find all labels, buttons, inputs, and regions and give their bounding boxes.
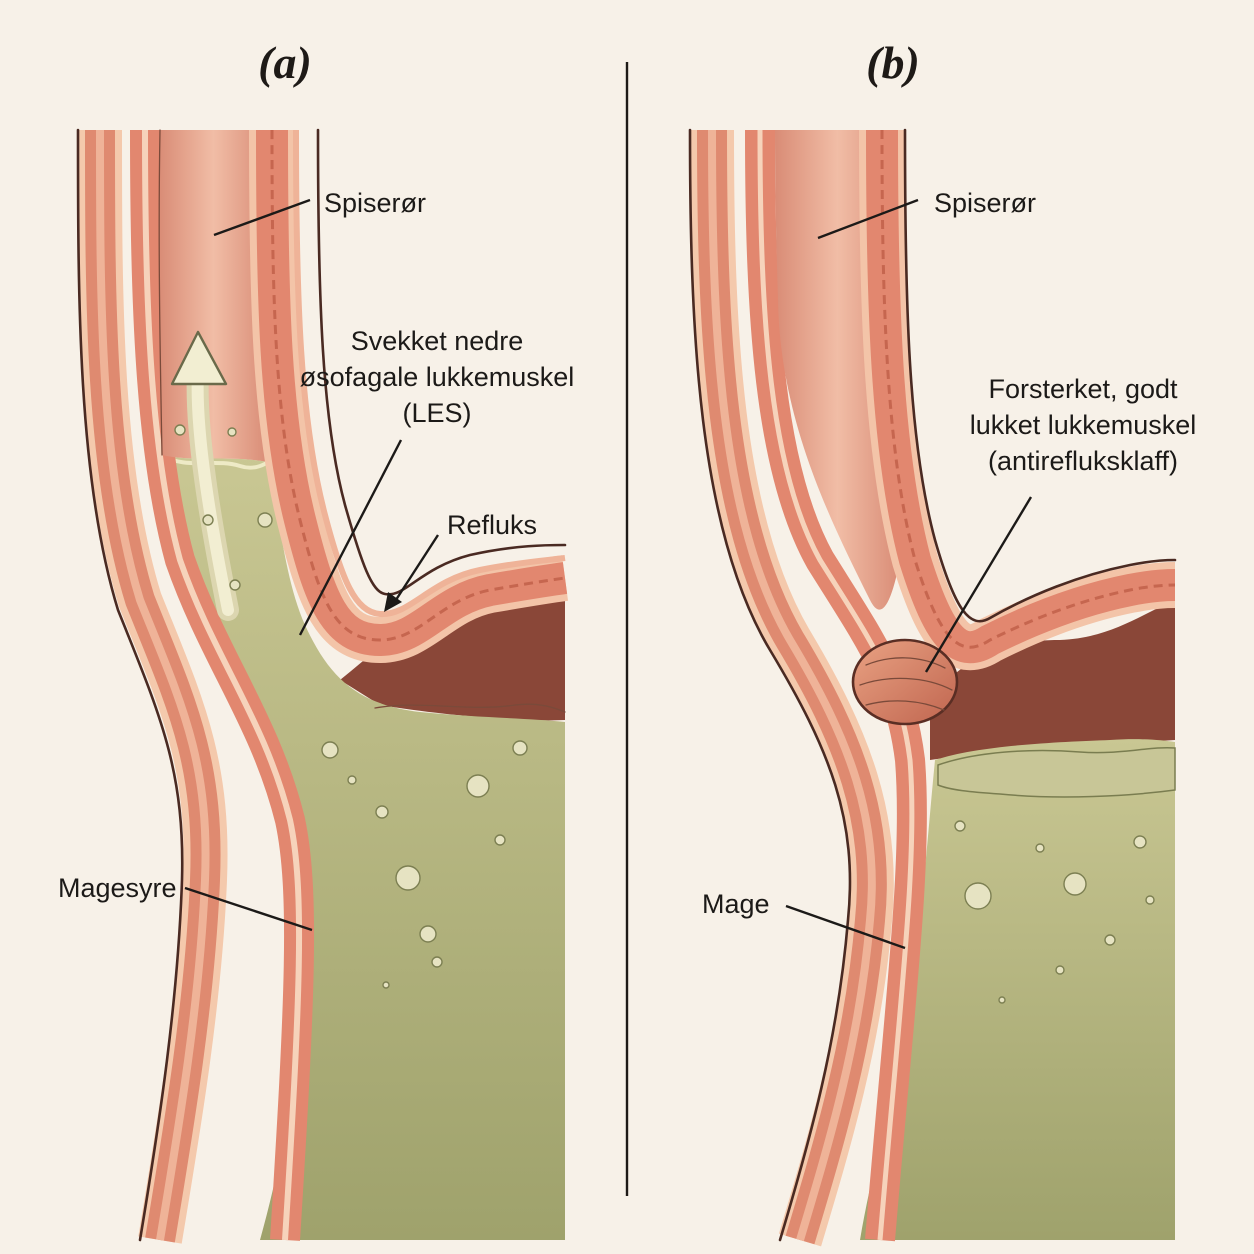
stomach-cavity-b — [930, 600, 1175, 760]
label-reflux: Refluks — [447, 510, 537, 540]
label-les-line1: Svekket nedre — [351, 326, 524, 356]
panel-b — [688, 128, 1177, 1247]
leader-reflux — [390, 534, 440, 607]
label-sphincter-line2: lukket lukkemuskel — [970, 410, 1197, 440]
antireflux-wrap — [851, 638, 959, 726]
label-esophagus-a: Spiserør — [324, 188, 426, 218]
label-les-line3: (LES) — [402, 398, 471, 428]
acid-surface-b — [937, 746, 1176, 798]
label-esophagus-b: Spiserør — [934, 188, 1036, 218]
label-sphincter-line1: Forsterket, godt — [988, 374, 1178, 404]
label-acid: Magesyre — [58, 873, 177, 903]
leader-les — [298, 439, 403, 636]
label-les-line2: øsofagale lukkemuskel — [300, 362, 575, 392]
label-stomach: Mage — [702, 889, 770, 919]
stomach-acid-b — [860, 739, 1175, 1240]
reflux-arrow-head — [170, 330, 228, 386]
stomach-cavity-a — [340, 583, 565, 721]
acid-bubbles-a — [174, 424, 528, 989]
leader-sphincter — [924, 496, 1033, 673]
acid-bubbles-b — [954, 820, 1155, 1004]
panel-a-title: (a) — [258, 37, 312, 88]
leader-esophagus-a — [213, 198, 311, 237]
panel-a — [76, 128, 569, 1244]
leader-acid — [184, 886, 313, 932]
stomach-acid-a — [162, 455, 565, 1240]
leader-esophagus-b — [817, 198, 919, 240]
leader-stomach — [785, 904, 906, 950]
reflux-pointer — [384, 592, 402, 612]
label-sphincter-line3: (antirefluksklaff) — [988, 446, 1178, 476]
panel-b-title: (b) — [866, 37, 920, 88]
